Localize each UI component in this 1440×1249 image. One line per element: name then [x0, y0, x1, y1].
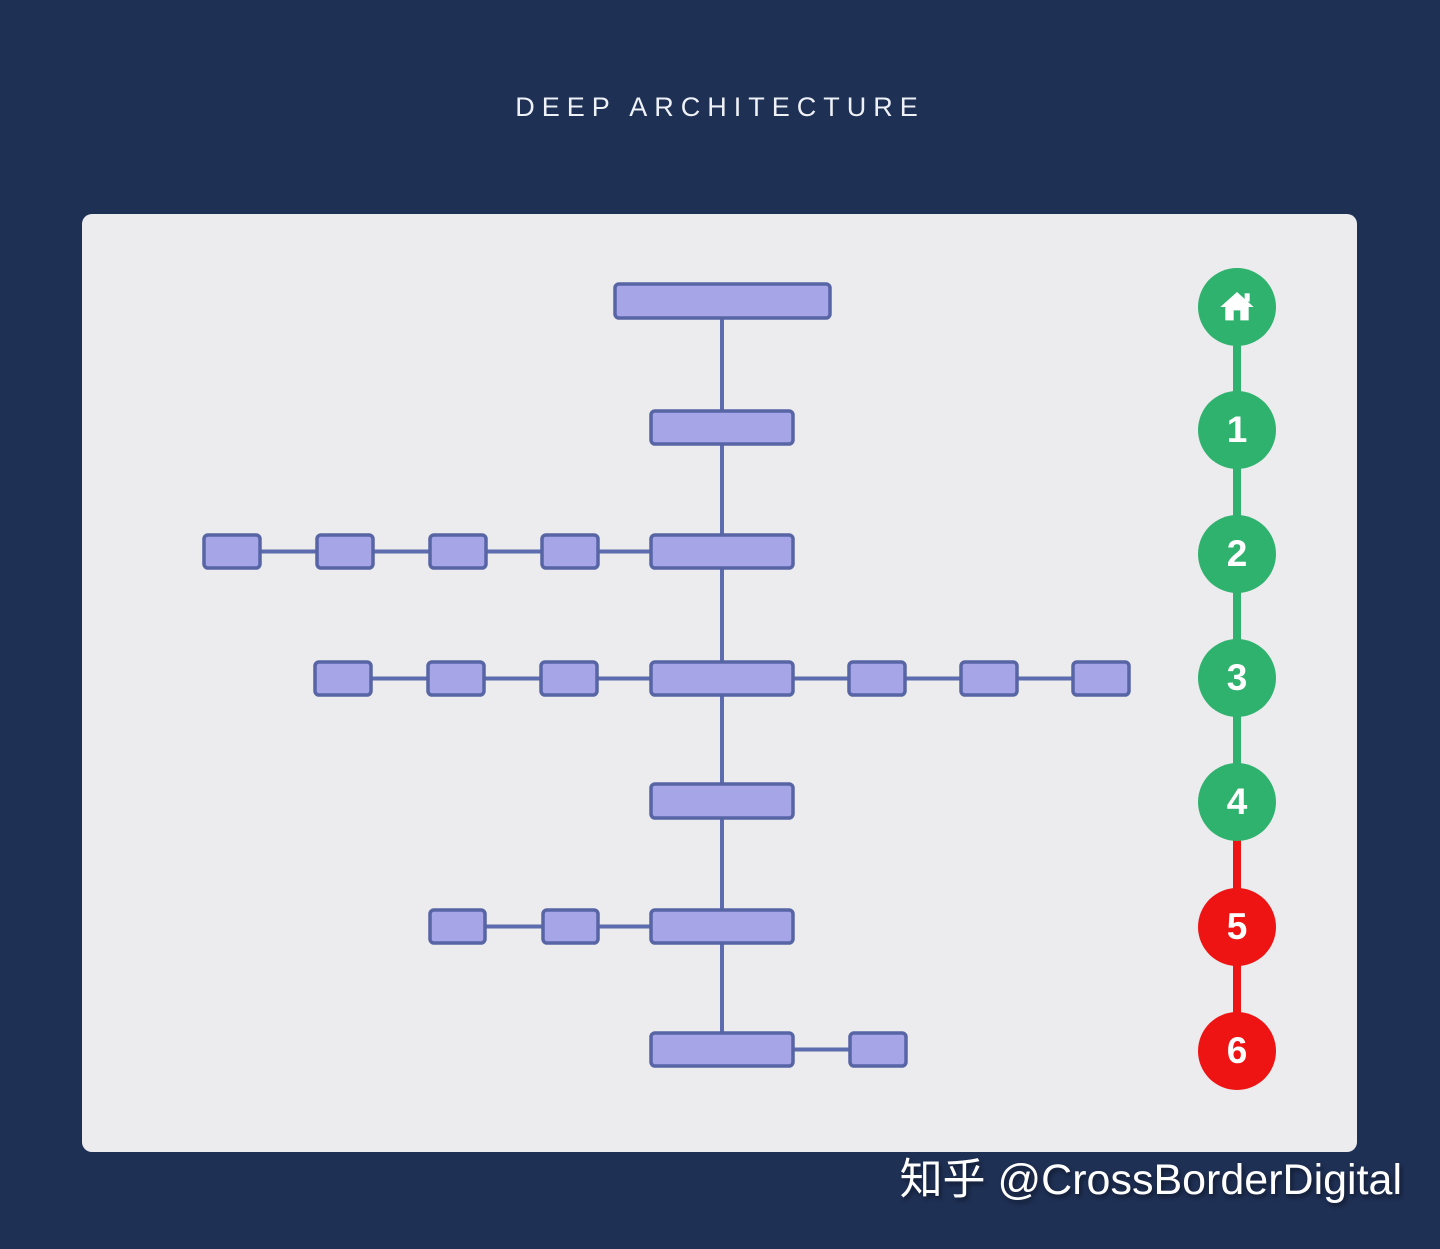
- tree-node-l6-center: [649, 908, 795, 945]
- watermark: 知乎 @CrossBorderDigital: [899, 1156, 1402, 1204]
- tree-node-root: [613, 282, 832, 320]
- tree-node-l3-center: [649, 533, 795, 570]
- tree-node-l5-center: [649, 782, 795, 820]
- tree-node-l4-right-3: [1071, 660, 1131, 697]
- tree-node-l4-right-1: [847, 660, 907, 697]
- tree-node-l3-left-3: [428, 533, 488, 570]
- tree-node-l6-left-1: [428, 908, 487, 945]
- architecture-tree-diagram: [202, 282, 1131, 1068]
- tree-node-l3-left-4: [540, 533, 600, 570]
- tree-node-l2-center: [649, 409, 795, 446]
- tree-node-l7-center: [649, 1031, 795, 1068]
- tree-node-l4-right-2: [959, 660, 1019, 697]
- tree-node-l4-left-3: [539, 660, 599, 697]
- tree-node-l3-left-1: [202, 533, 262, 570]
- tree-node-l3-left-2: [315, 533, 375, 570]
- tree-node-l7-right-1: [848, 1031, 908, 1068]
- tree-node-l4-left-2: [426, 660, 486, 697]
- tree-node-l6-left-2: [541, 908, 600, 945]
- tree-node-l4-center: [649, 660, 795, 697]
- tree-node-l4-left-1: [313, 660, 373, 697]
- page-title: DEEP ARCHITECTURE: [515, 92, 925, 122]
